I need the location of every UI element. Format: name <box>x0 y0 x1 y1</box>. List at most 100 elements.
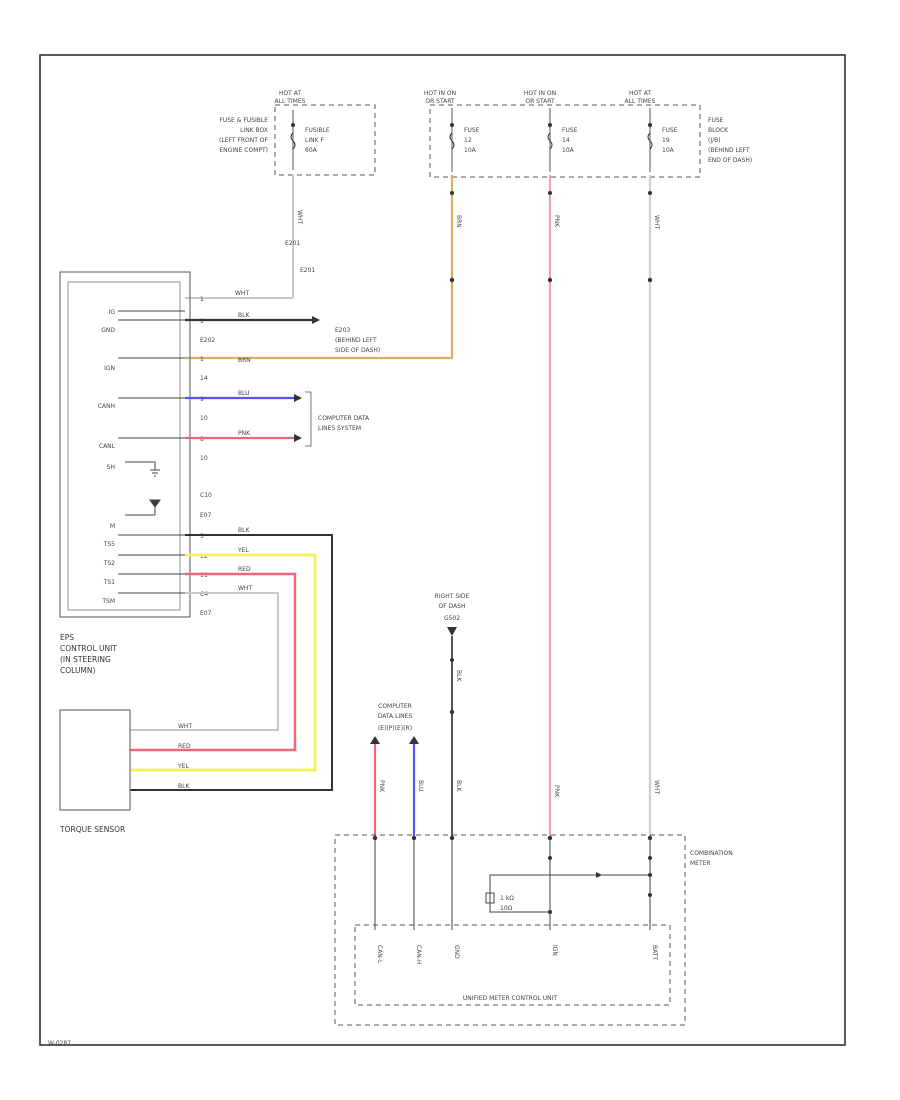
eps-label-4: COLUMN) <box>60 666 96 675</box>
wire-pnk-lower-label: PNK <box>553 785 560 798</box>
meter-control-unit-box <box>354 924 671 1006</box>
meter-label-2: METER <box>690 860 711 867</box>
wire-yel-ts-label: YEL <box>237 547 249 554</box>
wire-red-ts1 <box>130 572 297 752</box>
pin-num-4: 14 <box>200 375 208 382</box>
ground-label-2: OF DASH <box>438 603 465 610</box>
fuse-link-box-label-3: (LEFT FRONT OF <box>219 137 269 144</box>
pin-ig: IG <box>109 309 116 316</box>
pin-num-7: 8 <box>200 436 204 443</box>
can-arrow-right-icon <box>409 736 419 744</box>
ground-e203: E203 <box>335 327 350 334</box>
ground-icon <box>447 627 457 636</box>
can-arrow-left-icon <box>370 736 380 744</box>
fuse-14-hot-label: HOT IN ON <box>524 90 556 97</box>
wire-brn-vertical-label: BRN <box>455 215 462 228</box>
fuse-block-label-1: FUSE <box>708 117 724 124</box>
shield-ground-icon <box>125 461 160 477</box>
wire-blu-can-label: BLU <box>417 780 424 792</box>
fuse-link-box-label-1: FUSE & FUSIBLE <box>219 117 268 124</box>
eps-label-1: EPS <box>60 633 74 642</box>
meter-control-unit-label: UNIFIED METER CONTROL UNIT <box>463 995 558 1002</box>
fuse-14-number: 14 <box>562 137 570 144</box>
wire-pnk-label: PNK <box>238 430 251 437</box>
wire-yel-ts2 <box>130 553 317 772</box>
eps-pin-labels: IG GND IGN CANH CANL SH M TS5 TS2 TS1 TS… <box>98 309 116 605</box>
pin-gnd: GND <box>101 327 115 334</box>
fuse-12: HOT IN ON OR START FUSE 12 10A <box>424 90 480 172</box>
fuse-link-hot-label: HOT AT <box>279 90 301 97</box>
pin-sh: SH <box>107 464 115 471</box>
wire-wht-vertical-label: WHT <box>653 215 660 229</box>
can-b-label-2: DATA LINES <box>378 713 413 720</box>
eps-label-2: CONTROL UNIT <box>60 644 117 653</box>
pin-num-5: 9 <box>200 396 204 403</box>
fuse-19-name: FUSE <box>662 127 678 134</box>
meter-pin-batt: BATT <box>651 945 658 960</box>
motor-ground-icon <box>125 499 161 516</box>
fuse-block-label: FUSE BLOCK (J/B) (BEHIND LEFT END OF DAS… <box>708 117 752 164</box>
pin-m: M <box>110 523 115 530</box>
resistor-value-2: 10Ω <box>500 905 513 912</box>
meter-pin-ign: IGN <box>551 945 558 956</box>
fusible-link-name-2: LINK F <box>305 137 324 144</box>
ground-label-1: RIGHT SIDE <box>435 593 470 600</box>
pin-num-1: 1 <box>200 296 204 303</box>
fuse-block-label-2: BLOCK <box>708 127 729 134</box>
pin-canh: CANH <box>98 403 115 410</box>
wire-wht1-label: WHT <box>235 290 249 297</box>
eps-label: EPS CONTROL UNIT (IN STEERING COLUMN) <box>60 633 117 675</box>
fuse-12-name: FUSE <box>464 127 480 134</box>
fuse-14-name: FUSE <box>562 127 578 134</box>
pin-tsm: TSM <box>101 598 115 605</box>
pin-num-9: C10 <box>200 492 212 499</box>
fuse-link-box-label-2: LINK BOX <box>240 127 268 134</box>
ts-yel-label: YEL <box>177 763 189 770</box>
fuse-link-box <box>274 104 376 176</box>
ts-wht-label: WHT <box>178 723 192 730</box>
resistor-icon <box>485 892 495 904</box>
ground-e203-l2: SIDE OF DASH) <box>335 347 380 354</box>
fuse-19-hot-label: HOT AT <box>629 90 651 97</box>
wire-pnk-can-label: PNK <box>378 780 385 793</box>
wire-blk-ts5 <box>130 534 333 791</box>
wire-blk-ts-label: BLK <box>238 527 250 534</box>
fuse-12-number: 12 <box>464 137 472 144</box>
wire-blk-ground-label-2: BLK <box>455 780 462 792</box>
connector-e202: E202 <box>200 337 215 344</box>
ts-red-label: RED <box>178 743 191 750</box>
fuse-14-symbol <box>547 132 553 150</box>
eps-control-unit-outer <box>59 271 191 618</box>
connector-e201-top: E201 <box>285 240 300 247</box>
fuse-link-hot-label-2: ALL TIMES <box>275 98 306 105</box>
fuse-12-rating: 10A <box>464 147 477 154</box>
wire-wht-lower-label: WHT <box>653 780 660 794</box>
fuse-14-rating: 10A <box>562 147 575 154</box>
fuse-block-box <box>429 104 701 178</box>
pin-ts5: TS5 <box>103 541 115 548</box>
meter-internal-lines <box>374 838 651 930</box>
fuse-12-symbol <box>449 132 455 150</box>
fuse-19-number: 19 <box>662 137 670 144</box>
fuse-19-rating: 10A <box>662 147 675 154</box>
pin-num-3: 1 <box>200 356 204 363</box>
wire-brn-label: BRN <box>238 357 251 364</box>
can-label-1: COMPUTER DATA <box>318 415 370 422</box>
wire-wht-tsm <box>130 592 279 731</box>
fuse-14: HOT IN ON OR START FUSE 14 10A <box>524 90 578 172</box>
wire-brn-ign <box>185 175 454 360</box>
pin-ts1: TS1 <box>103 579 115 586</box>
resistor-value-1: 1 kΩ <box>500 895 514 902</box>
fuse-12-hot-label: HOT IN ON <box>424 90 456 97</box>
pin-canl: CANL <box>99 443 116 450</box>
meter-pin-canh: CAN-H <box>415 945 422 964</box>
connector-e201-label: E201 <box>300 267 315 274</box>
fuse-block-label-4: (BEHIND LEFT <box>708 147 750 154</box>
eps-label-3: (IN STEERING <box>60 655 111 664</box>
diagram-code: W-0287 <box>48 1040 71 1047</box>
fuse-19-symbol <box>647 132 653 150</box>
fusible-link-name: FUSIBLE <box>305 127 330 134</box>
wire-pnk-vertical-label: PNK <box>553 215 560 228</box>
diagram-frame <box>39 54 846 1046</box>
